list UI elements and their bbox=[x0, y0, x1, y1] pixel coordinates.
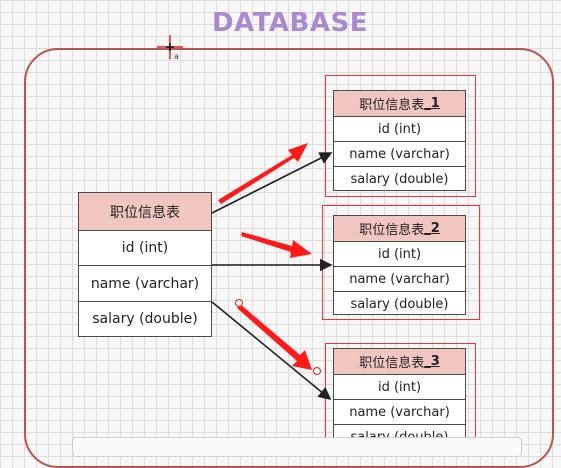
copy-table-2-header-label: 职位信息表 bbox=[359, 223, 425, 238]
highlight-arrow-2 bbox=[241, 232, 312, 258]
copy-table-3-row-id: id (int) bbox=[334, 375, 465, 400]
highlight-arrow-1 bbox=[218, 143, 308, 204]
copy-table-3-suffix: _3 bbox=[424, 354, 440, 369]
main-table-row-id: id (int) bbox=[79, 231, 211, 266]
highlight-arrow-3 bbox=[237, 304, 312, 370]
handle-start-3[interactable] bbox=[234, 298, 244, 308]
main-table[interactable]: 职位信息表 id (int) name (varchar) salary (do… bbox=[78, 192, 212, 337]
copy-table-1-row-salary: salary (double) bbox=[350, 171, 449, 187]
copy-table-2-row-name: name (varchar) bbox=[334, 267, 465, 292]
diagram-title: DATABASE bbox=[212, 8, 368, 38]
handle-end-3[interactable] bbox=[312, 366, 322, 376]
copy-table-2-suffix: _2 bbox=[424, 221, 440, 236]
main-table-header-label: 职位信息表 bbox=[110, 204, 180, 221]
selection-box-1 bbox=[325, 75, 476, 197]
copy-table-2-header: 职位信息表_2 bbox=[334, 216, 465, 242]
connector-line-3[interactable] bbox=[211, 301, 332, 401]
copy-table-2[interactable]: 职位信息表_2 id (int) name (varchar) salary (… bbox=[333, 215, 466, 315]
bottom-panel bbox=[72, 437, 522, 457]
main-table-header: 职位信息表 bbox=[79, 193, 211, 231]
main-table-row-name: name (varchar) bbox=[79, 266, 211, 302]
copy-table-2-row-id: id (int) bbox=[334, 242, 465, 267]
copy-table-1[interactable]: 职位信息表_1 id (int) name (varchar) salary (… bbox=[333, 90, 466, 191]
connector-layer bbox=[211, 143, 333, 401]
crosshair-cursor-icon: a bbox=[157, 35, 183, 61]
copy-table-1-header: 职位信息表_1 bbox=[334, 91, 465, 117]
copy-table-1-suffix: _1 bbox=[424, 96, 440, 111]
copy-table-3-header-label: 职位信息表 bbox=[359, 356, 425, 371]
copy-table-3-header: 职位信息表_3 bbox=[334, 349, 465, 375]
copy-table-3-row-name: name (varchar) bbox=[334, 400, 465, 425]
copy-table-3[interactable]: 职位信息表_3 id (int) name (varchar) salary (… bbox=[333, 348, 466, 448]
copy-table-1-header-label: 职位信息表 bbox=[359, 98, 425, 113]
connector-line-1[interactable] bbox=[211, 152, 333, 214]
copy-table-1-row-id: id (int) bbox=[334, 117, 465, 142]
copy-table-2-row-salary: salary (double) bbox=[350, 296, 449, 312]
cursor-label: a bbox=[174, 52, 179, 61]
copy-table-1-row-name: name (varchar) bbox=[334, 142, 465, 167]
main-table-row-salary: salary (double) bbox=[92, 311, 198, 327]
